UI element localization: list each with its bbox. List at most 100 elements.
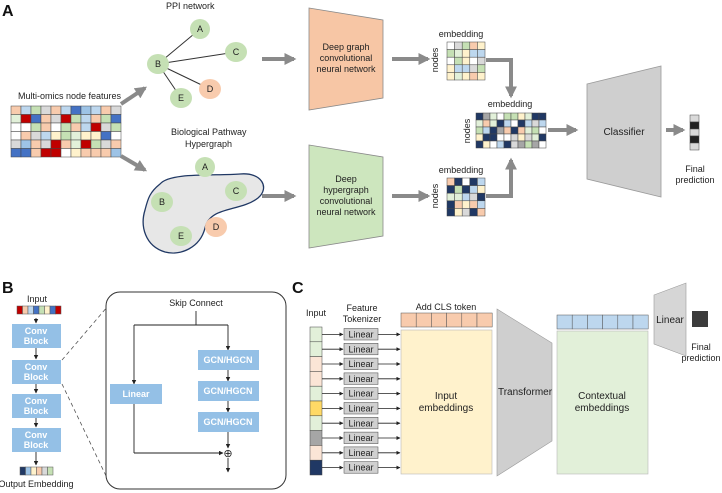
svg-text:Conv: Conv — [25, 362, 48, 372]
add-operator-icon: ⊕ — [223, 448, 232, 460]
matrix-cell — [531, 119, 540, 128]
matrix-cell — [100, 122, 112, 132]
final-prediction-a-line2: prediction — [675, 175, 714, 185]
matrix-cell — [100, 105, 112, 115]
matrix-cell — [461, 64, 471, 73]
matrix-cell — [50, 131, 62, 141]
matrix-cell — [461, 200, 471, 209]
panel-label-a: A — [2, 3, 14, 20]
matrix-cell — [70, 139, 82, 149]
input-vector-cell — [38, 305, 45, 315]
ppi-edges — [157, 28, 237, 99]
matrix-cell — [469, 208, 478, 217]
input-vector-cell — [16, 305, 23, 315]
classifier-block — [586, 65, 662, 198]
hypergraph-title-line1: Biological Pathway — [171, 127, 247, 137]
matrix-cell — [461, 208, 471, 217]
matrix-cell — [80, 114, 92, 124]
hyper-embedding-matrix — [446, 177, 486, 217]
matrix-cell — [538, 133, 547, 142]
matrix-cell — [454, 177, 463, 186]
prediction-cell — [689, 128, 700, 137]
matrix-cell — [531, 133, 540, 142]
output-vector-cell — [30, 466, 37, 476]
linear-token-label: Linear — [348, 389, 373, 399]
linear-token-label: Linear — [348, 404, 373, 414]
output-embedding-vector — [19, 466, 54, 476]
svg-text:A: A — [197, 24, 203, 34]
linear-block-b: Linear — [110, 384, 162, 404]
matrix-cell — [503, 119, 512, 128]
prediction-cell — [689, 121, 700, 130]
contextual-embeddings-block — [556, 330, 649, 475]
output-embedding-label: Output Embedding — [0, 479, 74, 489]
matrix-cell — [40, 139, 52, 149]
svg-text:Conv: Conv — [25, 396, 48, 406]
transformer-block — [496, 308, 553, 477]
matrix-cell — [469, 177, 478, 186]
cls-token-row — [400, 312, 493, 328]
matrix-cell — [446, 185, 455, 194]
matrix-cell — [496, 126, 505, 135]
input-feature-cell — [309, 445, 323, 461]
matrix-cell — [510, 140, 519, 149]
matrix-cell — [477, 41, 486, 50]
contextual-token-cell — [571, 314, 588, 330]
gcn-hgcn-block-2: GCN/HGCN — [198, 381, 259, 401]
svg-text:GCN/HGCN: GCN/HGCN — [204, 386, 253, 396]
matrix-cell — [454, 49, 463, 58]
input-feature-cell — [309, 371, 323, 387]
matrix-cell — [503, 112, 512, 121]
arrow-features-to-ppi — [119, 86, 147, 106]
classifier-label: Classifier — [603, 127, 645, 138]
input-feature-cell — [309, 459, 323, 476]
hgcn-label-line3: convolutional — [320, 196, 373, 206]
cls-token-cell — [461, 312, 478, 328]
matrix-cell — [50, 139, 62, 149]
input-vector-cell — [55, 305, 62, 315]
matrix-cell — [10, 131, 22, 141]
matrix-cell — [50, 114, 62, 124]
matrix-cell — [454, 192, 463, 202]
matrix-cell — [90, 122, 102, 132]
svg-text:Block: Block — [24, 372, 50, 382]
hgcn-label-line1: Deep — [335, 174, 357, 184]
matrix-cell — [489, 133, 498, 142]
matrix-cell — [517, 119, 526, 128]
matrix-cell — [469, 64, 478, 73]
matrix-cell — [454, 64, 463, 73]
matrix-cell — [503, 140, 512, 149]
cls-token-cell — [431, 312, 447, 328]
matrix-cell — [489, 140, 498, 149]
matrix-cell — [60, 148, 72, 158]
contextual-embeddings-line2: embeddings — [575, 403, 629, 414]
input-feature-cell — [309, 356, 323, 372]
hyper-node-a: A — [195, 157, 215, 177]
deep-hgcn-block — [308, 144, 384, 249]
gcn-label-line2: convolutional — [320, 53, 373, 63]
matrix-cell — [60, 114, 72, 124]
input-feature-cell — [309, 400, 323, 417]
matrix-cell — [489, 112, 498, 121]
matrix-cell — [446, 200, 455, 209]
matrix-cell — [477, 185, 486, 194]
hyper-node-c: C — [225, 181, 247, 201]
hyper-embedding-title: embedding — [439, 165, 484, 175]
contextual-embeddings-line1: Contextual — [578, 391, 626, 402]
matrix-cell — [110, 122, 122, 132]
matrix-cell — [40, 114, 52, 124]
matrix-cell — [469, 185, 478, 194]
matrix-cell — [30, 105, 42, 115]
matrix-cell — [454, 200, 463, 209]
matrix-cell — [461, 192, 471, 202]
matrix-cell — [30, 148, 42, 158]
matrix-cell — [477, 200, 486, 209]
matrix-cell — [469, 56, 478, 66]
matrix-cell — [496, 133, 505, 142]
matrix-cell — [524, 133, 533, 142]
panel-b-input-label: Input — [27, 294, 48, 304]
matrix-cell — [110, 131, 122, 141]
deep-gcn-block — [308, 7, 384, 111]
matrix-cell — [110, 105, 122, 115]
matrix-cell — [80, 131, 92, 141]
